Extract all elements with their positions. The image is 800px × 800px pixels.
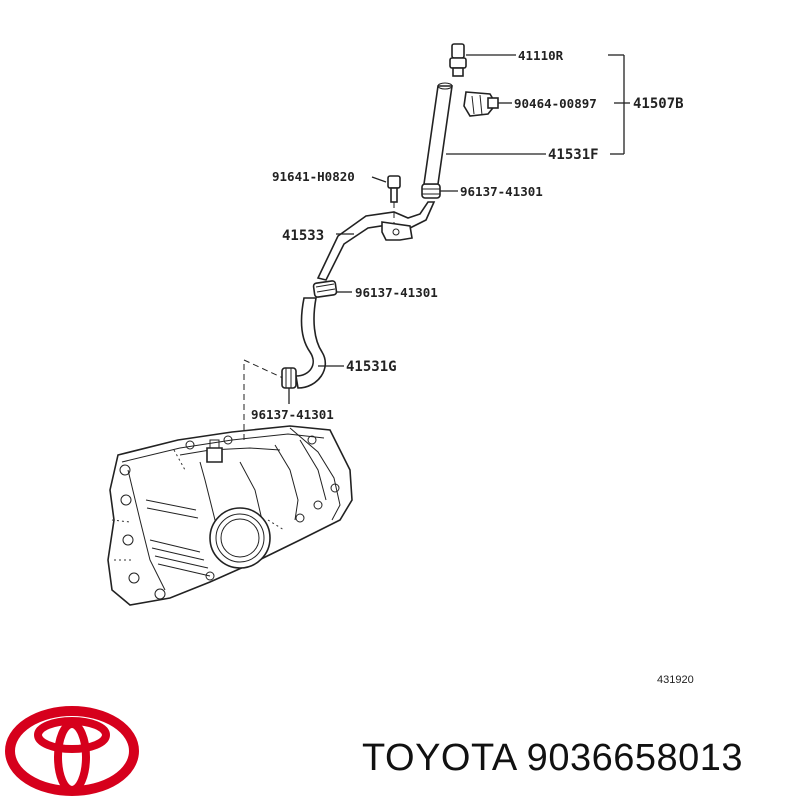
leader-lines: [288, 54, 630, 404]
label-91641-h0820: 91641-H0820: [272, 169, 355, 184]
bolt-91641: [387, 175, 401, 224]
hose-clamp-lower: [281, 367, 297, 389]
hose-41531g: [295, 297, 327, 389]
part-labels: 41110R 90464-00897 41507B 41531F 91641-H…: [251, 48, 694, 686]
label-41507b: 41507B: [633, 96, 684, 112]
reference-number: 431920: [657, 674, 694, 686]
label-41110r: 41110R: [518, 48, 564, 63]
hose-clamp-middle: [312, 280, 338, 298]
breather-pipe-41533: [316, 201, 436, 281]
label-96137-41301-lower: 96137-41301: [251, 407, 334, 422]
label-41533: 41533: [282, 228, 324, 244]
transfer-case-housing: [107, 425, 353, 606]
hose-41531f: [423, 82, 453, 185]
brand-part-number: TOYOTA 9036658013: [362, 737, 744, 779]
toyota-logo: [5, 706, 139, 796]
hose-clip-90464: [463, 91, 499, 117]
hose-clamp-upper: [421, 183, 441, 199]
label-41531f: 41531F: [548, 147, 599, 163]
label-90464-00897: 90464-00897: [514, 96, 597, 111]
label-96137-41301-upper: 96137-41301: [460, 184, 543, 199]
label-41531g: 41531G: [346, 359, 397, 375]
vent-plug-41110r: [449, 43, 467, 77]
assembly-dashed-line: [243, 359, 284, 440]
label-96137-41301-middle: 96137-41301: [355, 285, 438, 300]
